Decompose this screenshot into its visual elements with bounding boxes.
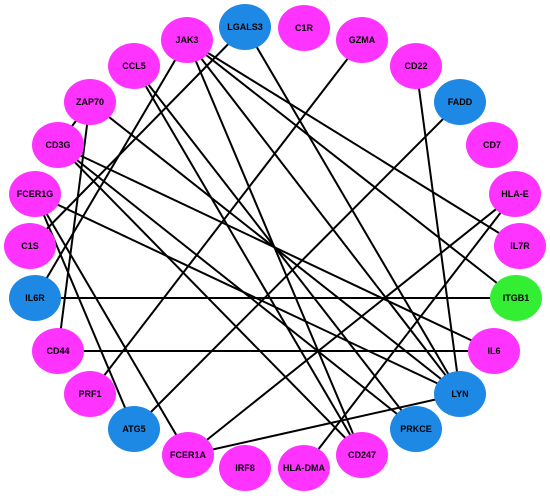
node-ellipse (32, 328, 84, 374)
node-ellipse (390, 43, 442, 89)
node-ellipse (108, 43, 160, 89)
node-hla-e[interactable]: HLA-E (489, 171, 541, 217)
node-il6[interactable]: IL6 (468, 328, 520, 374)
node-cd7[interactable]: CD7 (466, 122, 518, 168)
node-c1r[interactable]: C1R (278, 5, 330, 51)
node-ellipse (336, 17, 388, 63)
node-hla-dma[interactable]: HLA-DMA (278, 445, 330, 491)
node-prkce[interactable]: PRKCE (390, 406, 442, 452)
node-ellipse (490, 275, 542, 321)
node-ellipse (390, 406, 442, 452)
node-label: CCL5 (122, 61, 146, 71)
node-label: HLA-E (501, 189, 529, 199)
node-label: CD247 (348, 450, 376, 460)
node-lyn[interactable]: LYN (434, 371, 486, 417)
node-ellipse (336, 432, 388, 478)
node-label: FCER1G (17, 189, 54, 199)
edge-lyn-fcer1a (187, 393, 461, 456)
node-ellipse (9, 275, 61, 321)
node-label: CD44 (46, 346, 69, 356)
edge-zap70-cd44 (57, 101, 91, 352)
node-fcer1g[interactable]: FCER1G (9, 171, 61, 217)
edge-cd3g-prkce (57, 144, 417, 430)
node-ellipse (161, 17, 213, 63)
node-fcer1a[interactable]: FCER1A (162, 432, 214, 478)
node-itgb1[interactable]: ITGB1 (490, 275, 542, 321)
edge-jak3-itgb1 (186, 39, 517, 299)
edge-jak3-il7r (186, 39, 521, 247)
node-ellipse (162, 432, 214, 478)
node-ellipse (434, 371, 486, 417)
node-label: IRF8 (235, 463, 255, 473)
node-label: ATG5 (122, 424, 145, 434)
node-label: HLA-DMA (283, 463, 325, 473)
node-label: CD3G (45, 140, 70, 150)
edge-fcer1g-fcer1a (34, 193, 189, 456)
node-atg5[interactable]: ATG5 (108, 406, 160, 452)
node-ellipse (219, 4, 271, 50)
node-il6r[interactable]: IL6R (9, 275, 61, 321)
node-prf1[interactable]: PRF1 (64, 371, 116, 417)
edge-lyn-fcer1g (34, 193, 461, 395)
node-ellipse (64, 371, 116, 417)
node-ellipse (494, 223, 546, 269)
node-label: IL7R (510, 241, 530, 251)
node-c1s[interactable]: C1S (4, 223, 56, 269)
edge-ccl5-cd247 (133, 65, 363, 456)
node-il7r[interactable]: IL7R (494, 223, 546, 269)
node-jak3[interactable]: JAK3 (161, 17, 213, 63)
node-irf8[interactable]: IRF8 (219, 445, 271, 491)
node-ellipse (489, 171, 541, 217)
edge-cd22-lyn (415, 65, 461, 395)
node-ellipse (468, 328, 520, 374)
node-fadd[interactable]: FADD (434, 79, 486, 125)
node-ellipse (219, 445, 271, 491)
edge-jak3-lyn (186, 39, 461, 395)
node-label: C1S (21, 241, 39, 251)
node-ellipse (434, 79, 486, 125)
node-cd3g[interactable]: CD3G (32, 122, 84, 168)
node-cd247[interactable]: CD247 (336, 432, 388, 478)
edge-hla-e-fcer1a (187, 193, 516, 456)
edge-hla-e-hla-dma (303, 193, 516, 469)
node-lgals3[interactable]: LGALS3 (219, 4, 271, 50)
node-label: IL6R (25, 293, 45, 303)
node-label: CD7 (483, 140, 501, 150)
node-ellipse (9, 171, 61, 217)
node-label: C1R (295, 23, 314, 33)
node-label: PRKCE (400, 424, 432, 434)
node-label: JAK3 (175, 35, 198, 45)
node-ellipse (32, 122, 84, 168)
node-cd22[interactable]: CD22 (390, 43, 442, 89)
node-gzma[interactable]: GZMA (336, 17, 388, 63)
edge-ccl5-prkce (133, 65, 417, 430)
node-label: CD22 (404, 61, 427, 71)
node-label: ZAP70 (76, 97, 104, 107)
node-ccl5[interactable]: CCL5 (108, 43, 160, 89)
node-label: IL6 (487, 346, 500, 356)
node-label: ITGB1 (503, 293, 530, 303)
node-ellipse (108, 406, 160, 452)
edge-cd3g-cd247 (57, 144, 363, 456)
node-cd44[interactable]: CD44 (32, 328, 84, 374)
node-label: LYN (451, 389, 468, 399)
node-ellipse (466, 122, 518, 168)
node-label: PRF1 (78, 389, 101, 399)
node-ellipse (4, 223, 56, 269)
node-ellipse (278, 445, 330, 491)
node-label: FADD (448, 97, 473, 107)
node-label: LGALS3 (227, 22, 263, 32)
node-ellipse (278, 5, 330, 51)
node-ellipse (64, 79, 116, 125)
node-label: GZMA (349, 35, 376, 45)
edge-gzma-prf1 (89, 39, 363, 395)
node-label: FCER1A (170, 450, 207, 460)
node-zap70[interactable]: ZAP70 (64, 79, 116, 125)
edges-layer (29, 26, 521, 469)
